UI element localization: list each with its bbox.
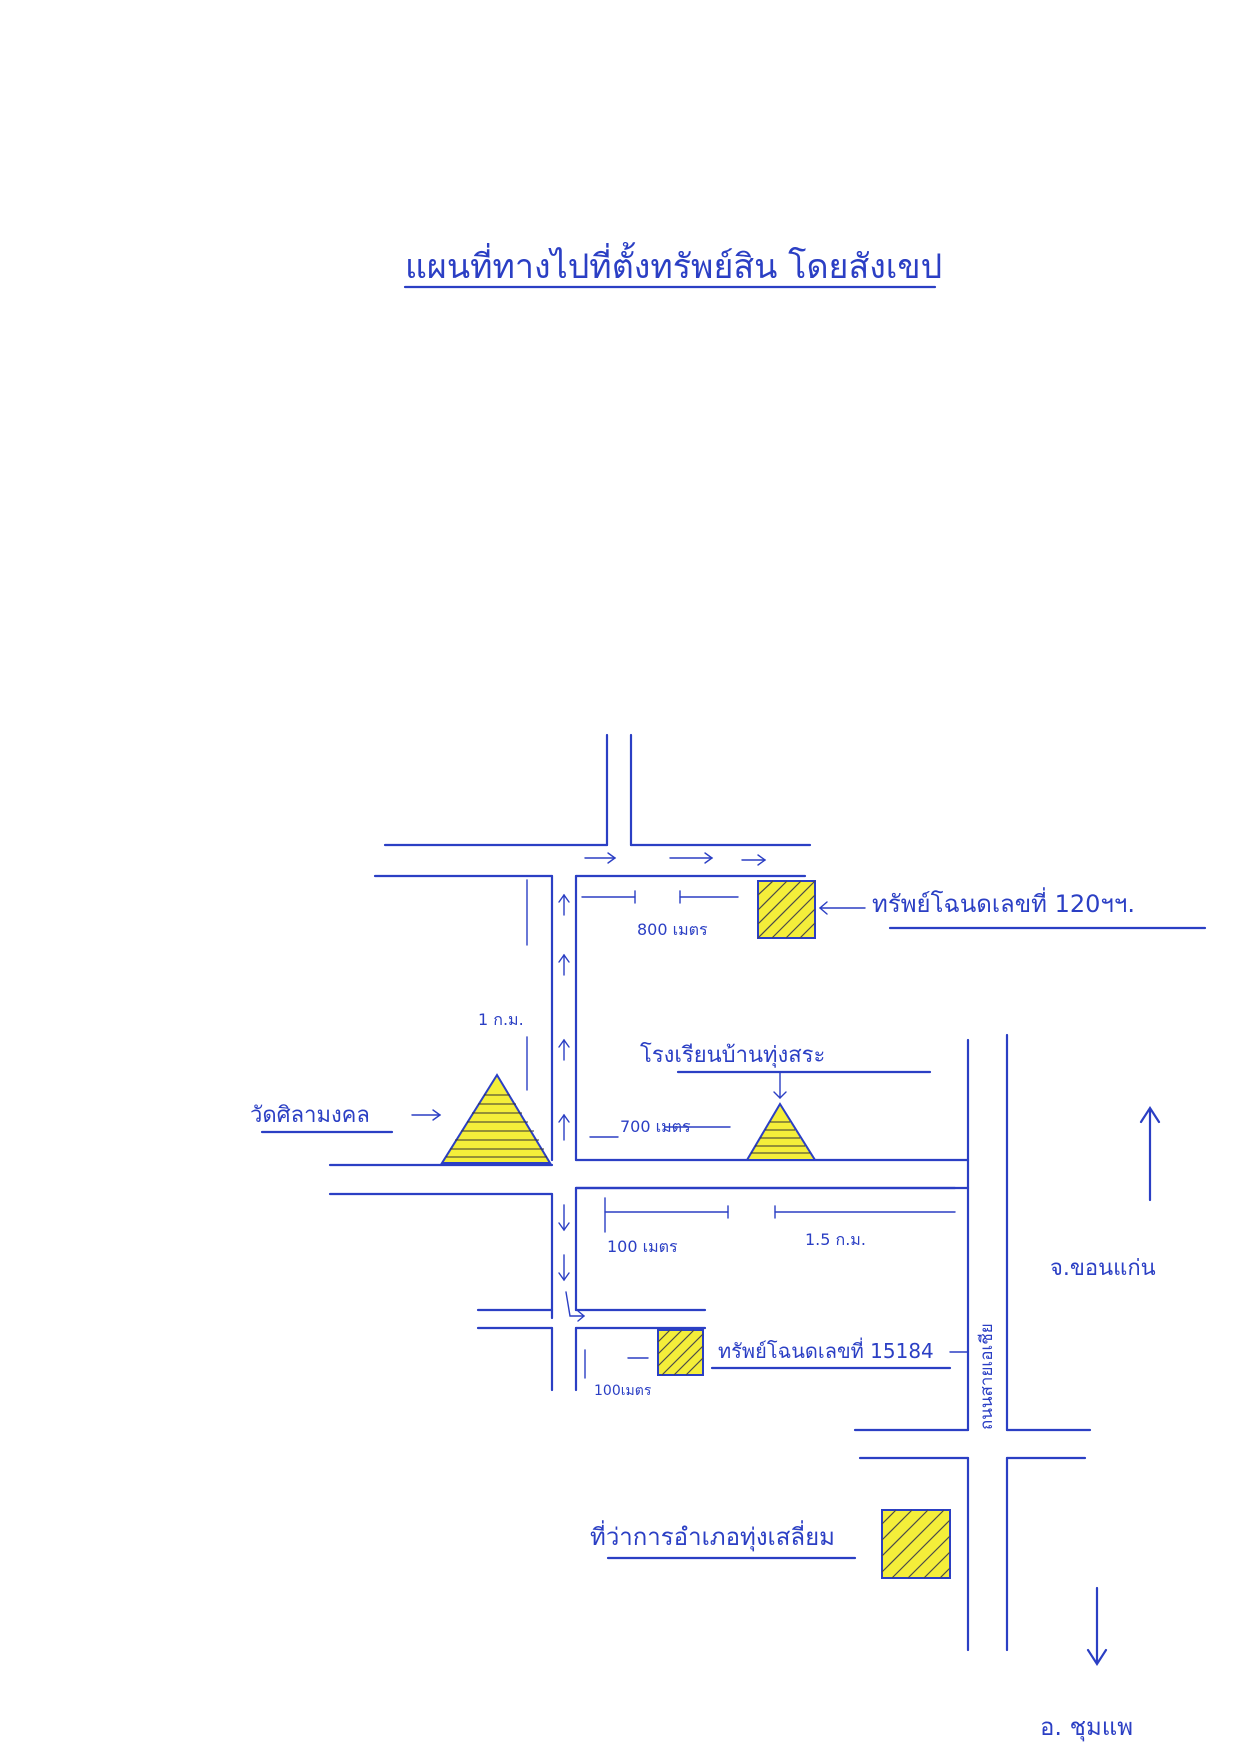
asset-top-label: ทรัพย์โฉนดเลขที่ 120ฯฯ. bbox=[872, 887, 1135, 918]
to-chum-phae-label: อ. ชุมแพ bbox=[1040, 1713, 1133, 1742]
road-asia-highway bbox=[853, 1033, 1092, 1652]
distance-700m: 700 เมตร bbox=[620, 1117, 691, 1136]
distance-1km: 1 ก.ม. bbox=[478, 1010, 524, 1029]
distance-100m-b: 100เมตร bbox=[594, 1383, 652, 1399]
to-khon-kaen-label: จ.ขอนแก่น bbox=[1050, 1256, 1156, 1281]
road-asia-label: ถนนสายเอเชีย bbox=[977, 1323, 997, 1430]
district-office-marker bbox=[881, 1509, 951, 1579]
road-lower-horizontal bbox=[476, 1308, 707, 1392]
asset-top-marker bbox=[757, 880, 816, 939]
asset-mid-marker bbox=[657, 1329, 704, 1376]
distance-markers bbox=[526, 879, 956, 1379]
distance-800m: 800 เมตร bbox=[637, 920, 708, 939]
route-arrows bbox=[558, 852, 767, 1322]
distance-1-5km: 1.5 ก.ม. bbox=[805, 1230, 866, 1249]
temple-label: วัดศิลามงคล bbox=[250, 1103, 370, 1128]
district-office-label: ที่ว่าการอำเภอทุ่งเสลี่ยม bbox=[590, 1520, 835, 1552]
school-marker bbox=[745, 1102, 817, 1161]
asset-mid-label: ทรัพย์โฉนดเลขที่ 15184 bbox=[718, 1337, 934, 1363]
road-north-stub bbox=[605, 733, 633, 847]
temple-marker bbox=[440, 1073, 552, 1164]
school-label: โรงเรียนบ้านทุ่งสระ bbox=[640, 1042, 825, 1068]
road-left-vertical bbox=[550, 874, 578, 1162]
distance-100m-a: 100 เมตร bbox=[607, 1237, 678, 1256]
road-left-lower bbox=[550, 1186, 957, 1320]
road-upper-horizontal bbox=[373, 843, 812, 878]
map-title: แผนที่ทางไปที่ตั้งทรัพย์สิน โดยสังเขป bbox=[405, 242, 942, 287]
